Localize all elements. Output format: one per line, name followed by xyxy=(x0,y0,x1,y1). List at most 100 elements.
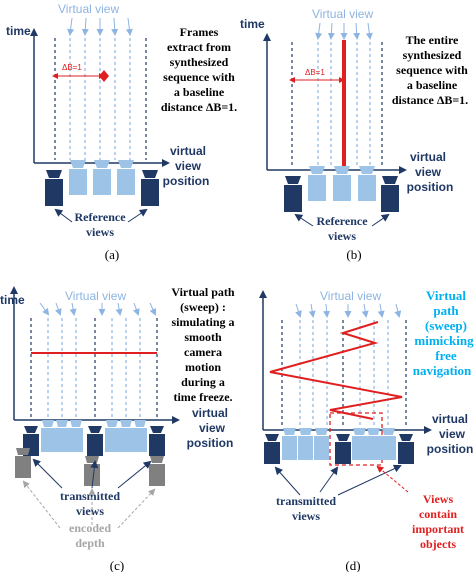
panel-a-view-lines xyxy=(54,38,147,160)
svg-text:objects: objects xyxy=(420,537,456,551)
panel-b-axes xyxy=(263,33,407,174)
svg-text:virtual: virtual xyxy=(432,412,468,426)
panel-d-virtual-path xyxy=(269,321,403,420)
svg-text:views: views xyxy=(328,229,356,243)
panel-a-axis-label: virtual view position xyxy=(163,144,210,188)
panel-a-virtual-arrows xyxy=(67,17,133,36)
svg-text:position: position xyxy=(407,180,454,194)
reference-camera-icon xyxy=(141,170,159,206)
svg-text:extract from: extract from xyxy=(167,40,231,54)
svg-text:Views: Views xyxy=(423,492,454,506)
panel-b-time-label: time xyxy=(240,17,265,31)
panel-a-frame-marker xyxy=(99,70,109,82)
panel-b: time Virtual view ΔB=1 The entire synthe… xyxy=(240,7,468,262)
panel-a-cameras xyxy=(45,160,159,206)
panel-b-virtual-arrows xyxy=(315,22,373,40)
panel-b-description: The entire synthesized sequence with a b… xyxy=(392,33,468,107)
panel-b-reference-arrows xyxy=(294,213,390,227)
panel-d-view-lines xyxy=(281,320,407,428)
svg-text:motion: motion xyxy=(185,360,221,374)
svg-text:(sweep) :: (sweep) : xyxy=(180,300,226,314)
reference-camera-icon xyxy=(45,170,63,206)
panel-c: time Virtual view Virtual path (sweep) : xyxy=(0,285,235,572)
panel-d-axes xyxy=(259,290,432,434)
panel-c-encoded-arrows xyxy=(22,480,156,529)
svg-text:sequence with: sequence with xyxy=(163,70,235,84)
panel-a-axes xyxy=(30,28,170,167)
panel-d: Virtual view Virtual path (sweep) xyxy=(259,288,474,572)
panel-a-delta-label: ΔB=1 xyxy=(62,63,82,72)
svg-text:views: views xyxy=(86,225,114,239)
svg-text:virtual: virtual xyxy=(192,406,228,420)
svg-text:Virtual: Virtual xyxy=(426,288,466,303)
panel-d-cameras xyxy=(264,428,414,464)
panel-a-description: Frames extract from synthesized sequence… xyxy=(161,25,237,114)
virtual-camera-icon xyxy=(41,420,147,452)
svg-text:synthesized: synthesized xyxy=(403,48,462,62)
panel-d-description: Virtual path (sweep) mimicking free navi… xyxy=(413,288,474,378)
panel-c-transmitted-label: transmitted views xyxy=(60,489,120,518)
svg-text:smooth: smooth xyxy=(184,330,222,344)
svg-text:a baseline: a baseline xyxy=(174,85,225,99)
svg-text:synthesized: synthesized xyxy=(170,55,229,69)
panel-d-transmitted-label: transmitted views xyxy=(276,494,336,523)
panel-b-virtual-view-title: Virtual view xyxy=(312,7,373,21)
panel-c-caption: (c) xyxy=(110,558,124,572)
panel-d-important-label: Views contain important objects xyxy=(412,492,464,551)
panel-d-axis-label: virtual view position xyxy=(427,412,474,456)
svg-text:contain: contain xyxy=(419,507,457,521)
svg-text:position: position xyxy=(427,442,474,456)
svg-text:views: views xyxy=(76,504,104,518)
panel-d-caption: (d) xyxy=(345,558,360,572)
svg-text:Reference: Reference xyxy=(74,210,126,224)
panel-b-caption: (b) xyxy=(346,247,361,262)
svg-text:virtual: virtual xyxy=(410,150,446,164)
panel-a-time-label: time xyxy=(6,24,31,38)
svg-text:simulating a: simulating a xyxy=(171,315,234,329)
panel-c-encoded-label: encoded depth xyxy=(69,521,111,550)
svg-text:(sweep): (sweep) xyxy=(425,318,467,333)
svg-text:view: view xyxy=(199,421,226,435)
panel-c-virtual-arrows xyxy=(39,302,157,316)
svg-text:transmitted: transmitted xyxy=(276,494,336,508)
svg-text:distance ΔB=1.: distance ΔB=1. xyxy=(392,93,468,107)
svg-text:encoded: encoded xyxy=(69,521,111,535)
panel-c-view-lines xyxy=(30,318,158,418)
svg-text:camera: camera xyxy=(184,345,222,359)
svg-text:view: view xyxy=(175,159,202,173)
svg-text:view: view xyxy=(439,427,466,441)
panel-b-reference-label: Reference views xyxy=(316,214,368,243)
svg-text:Reference: Reference xyxy=(316,214,368,228)
panel-b-axis-label: virtual view position xyxy=(407,150,454,194)
svg-text:view: view xyxy=(415,165,442,179)
panel-d-virtual-arrows xyxy=(295,303,402,318)
svg-text:free: free xyxy=(435,348,457,363)
svg-text:navigation: navigation xyxy=(413,363,472,378)
svg-text:during a: during a xyxy=(181,375,225,389)
panel-c-transmitted-arrows xyxy=(32,458,152,489)
panel-c-axis-label: virtual view position xyxy=(187,406,234,450)
depth-camera-icon xyxy=(15,448,165,486)
svg-text:The entire: The entire xyxy=(406,33,459,47)
svg-text:time freeze.: time freeze. xyxy=(173,390,232,404)
panel-b-view-lines xyxy=(291,42,383,167)
panel-d-transmitted-arrows xyxy=(274,464,402,496)
panel-c-virtual-view-title: Virtual view xyxy=(65,289,126,303)
virtual-camera-icon xyxy=(308,166,376,201)
panel-b-cameras xyxy=(284,166,399,212)
svg-text:important: important xyxy=(412,522,464,536)
panel-c-time-label: time xyxy=(0,293,25,307)
panel-a-reference-label: Reference views xyxy=(74,210,126,239)
svg-text:virtual: virtual xyxy=(170,144,206,158)
svg-text:Virtual path: Virtual path xyxy=(171,285,235,299)
svg-text:transmitted: transmitted xyxy=(60,489,120,503)
panel-a-caption: (a) xyxy=(105,247,119,262)
reference-camera-icon xyxy=(381,176,399,212)
panel-d-important-arrow xyxy=(376,465,409,493)
panel-c-axes xyxy=(10,286,180,424)
panel-c-cameras xyxy=(15,420,165,486)
panel-a-virtual-view-title: Virtual view xyxy=(58,2,119,16)
panel-b-delta-label: ΔB=1 xyxy=(305,68,325,77)
reference-camera-icon xyxy=(284,176,302,212)
svg-text:distance ΔB=1.: distance ΔB=1. xyxy=(161,100,237,114)
